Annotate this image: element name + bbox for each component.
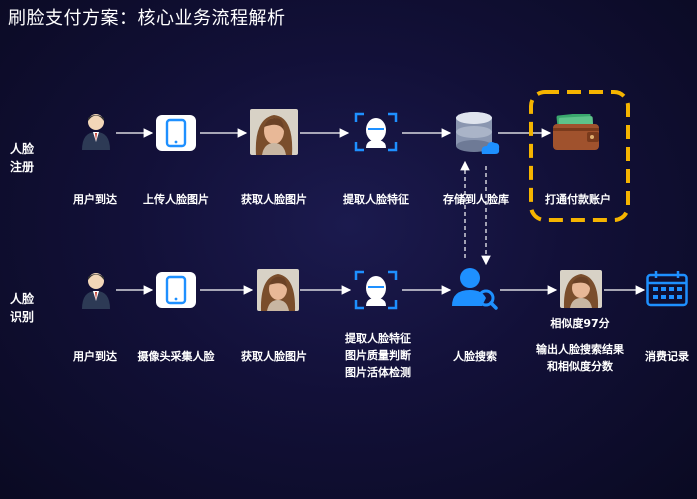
row-label-identify-line2: 识别 (10, 310, 35, 324)
face-photo-icon (250, 109, 298, 155)
row-label-register: 人脸 注册 (10, 140, 34, 176)
step-caption: 人脸搜索 (453, 350, 497, 363)
camera-tablet-icon (156, 272, 196, 312)
row-label-identify-line1: 人脸 (10, 292, 35, 306)
result-caption-line: 输出人脸搜索结果 (536, 343, 624, 356)
face-photo-icon (257, 269, 299, 311)
step-caption: 用户到达 (73, 193, 117, 206)
user-icon (80, 271, 112, 313)
calendar-icon (646, 271, 688, 311)
step-caption: 提取人脸特征 (343, 193, 409, 206)
step-caption: 消费记录 (645, 350, 689, 363)
step-caption: 存储到人脸库 (443, 193, 509, 206)
step-caption: 打通付款账户 (545, 193, 611, 206)
tablet-icon (156, 115, 196, 155)
extract-caption-line: 图片质量判断 (345, 349, 411, 362)
highlight-box (529, 90, 630, 222)
result-caption-block: 输出人脸搜索结果 和相似度分数 (536, 341, 624, 375)
database-cloud-icon (454, 110, 500, 160)
step-caption: 获取人脸图片 (241, 350, 307, 363)
row-label-register-line2: 注册 (10, 160, 35, 174)
result-caption-line: 和相似度分数 (547, 360, 613, 373)
step-caption: 获取人脸图片 (241, 193, 307, 206)
user-search-icon (452, 266, 498, 314)
similarity-label: 相似度97分 (550, 317, 610, 330)
step-caption: 用户到达 (73, 350, 117, 363)
step-caption: 摄像头采集人脸 (137, 350, 215, 363)
page-title: 刷脸支付方案：核心业务流程解析 (8, 8, 286, 29)
step-caption: 上传人脸图片 (143, 193, 209, 206)
face-scan-icon (354, 270, 398, 314)
user-icon (80, 112, 112, 154)
face-photo-icon (560, 270, 602, 308)
row-label-identify: 人脸 识别 (10, 290, 34, 326)
face-scan-icon (354, 112, 398, 156)
extract-caption-block: 提取人脸特征 图片质量判断 图片活体检测 (345, 330, 411, 381)
extract-caption-line: 图片活体检测 (345, 366, 411, 379)
row-label-register-line1: 人脸 (10, 142, 35, 156)
extract-caption-line: 提取人脸特征 (345, 332, 411, 345)
wallet-icon (553, 112, 599, 154)
